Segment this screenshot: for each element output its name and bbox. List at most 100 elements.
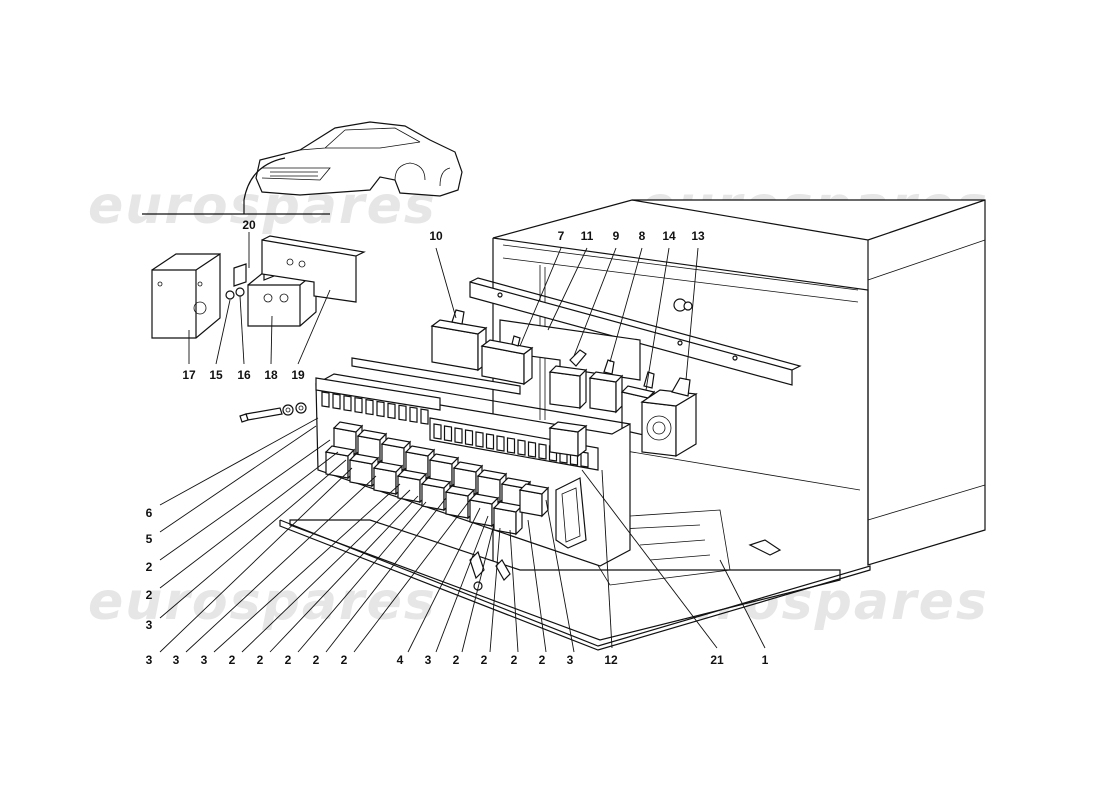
leader-line [159, 459, 347, 619]
callout-20: 20 [242, 218, 256, 232]
fuse [365, 398, 374, 416]
callout-3a: 3 [145, 618, 153, 632]
leader-line [159, 451, 339, 589]
leader-line [159, 467, 353, 653]
fuse [376, 400, 385, 418]
relay [492, 501, 524, 536]
callout-9: 9 [612, 229, 620, 243]
callout-3b: 3 [145, 653, 153, 667]
fuse [527, 441, 537, 458]
callout-16: 16 [237, 368, 251, 382]
leader-line [239, 295, 245, 365]
callout-10: 10 [429, 229, 443, 243]
fuse [506, 437, 516, 454]
leader-lines [159, 232, 766, 653]
relay-7 [480, 335, 534, 386]
fuse [464, 429, 474, 446]
callout-3f: 3 [566, 653, 574, 667]
leader-line [609, 247, 643, 363]
callout-12: 12 [604, 653, 618, 667]
bracket-19 [261, 235, 366, 303]
callout-7: 7 [557, 229, 565, 243]
leader-line [270, 315, 273, 365]
leader-line [435, 247, 457, 319]
relay [518, 483, 550, 518]
leader-line [489, 527, 501, 653]
mounting-bar [469, 277, 802, 386]
callout-15: 15 [209, 368, 223, 382]
car-outline [142, 121, 463, 215]
leader-line [241, 489, 411, 653]
leader-line [213, 483, 401, 653]
fuse [420, 408, 429, 425]
callout-4: 4 [396, 653, 404, 667]
fuse [343, 395, 352, 412]
callout-3d: 3 [200, 653, 208, 667]
leader-line [159, 425, 317, 533]
fuse [475, 431, 484, 448]
leader-line [547, 247, 588, 331]
callout-2a: 2 [145, 560, 153, 574]
leader-line [325, 497, 447, 653]
callout-18: 18 [264, 368, 278, 382]
relay [372, 461, 404, 496]
fuse [354, 397, 363, 414]
fuse [517, 439, 526, 456]
leader-line [269, 495, 419, 653]
leader-line [509, 529, 519, 653]
leader-line [297, 289, 331, 365]
callout-2k: 2 [538, 653, 546, 667]
fuse [485, 433, 495, 450]
connector-16 [235, 287, 245, 297]
leader-line [527, 519, 547, 653]
callout-3c: 3 [172, 653, 180, 667]
leader-line [581, 469, 718, 649]
leader-line [685, 247, 699, 381]
callout-11: 11 [580, 229, 594, 243]
bolt-6 [239, 402, 307, 423]
callout-2g: 2 [340, 653, 348, 667]
fuse [387, 402, 396, 420]
leader-line [215, 299, 231, 365]
fuse [321, 391, 330, 408]
fuse [409, 406, 418, 423]
relay-9 [548, 349, 588, 410]
fuse [454, 427, 463, 444]
callout-3e: 3 [424, 653, 432, 667]
control-unit-17 [151, 252, 221, 339]
buzzer-13 [640, 377, 698, 458]
leader-line [573, 247, 617, 357]
callout-14: 14 [662, 229, 676, 243]
leader-line [159, 417, 319, 506]
callout-5: 5 [145, 532, 153, 546]
callout-1: 1 [761, 653, 769, 667]
leader-line [185, 475, 377, 653]
leader-line [719, 559, 766, 649]
leader-line [601, 469, 613, 649]
fuse [580, 451, 589, 468]
leader-line [435, 515, 489, 653]
leader-line [159, 439, 331, 561]
fuse-row-upper [321, 391, 429, 425]
leader-line [407, 507, 481, 653]
callout-2f: 2 [312, 653, 320, 667]
fuse [538, 443, 547, 460]
leader-line [519, 247, 562, 347]
relay-10 [430, 309, 488, 372]
callout-21: 21 [710, 653, 724, 667]
leader-line [297, 501, 427, 653]
relay-8 [588, 359, 624, 414]
screw-fastener [469, 550, 511, 591]
callout-13: 13 [691, 229, 705, 243]
callout-2b: 2 [145, 588, 153, 602]
leader-line [545, 499, 575, 653]
leader-line [461, 523, 495, 653]
base-tray [279, 509, 871, 651]
relay-row-lower [324, 421, 550, 536]
callout-2h: 2 [452, 653, 460, 667]
fuse [332, 393, 341, 410]
callout-2c: 2 [228, 653, 236, 667]
fuse [443, 425, 453, 442]
callout-2i: 2 [480, 653, 488, 667]
